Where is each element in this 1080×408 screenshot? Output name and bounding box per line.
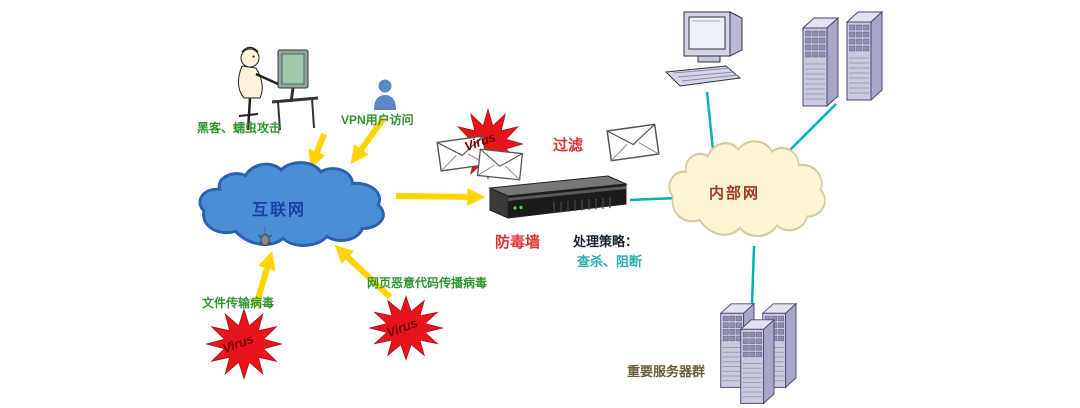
bug-icon <box>258 226 272 246</box>
server-group-label: 重要服务器群 <box>627 364 706 379</box>
link-intranet-to-servers <box>787 103 837 153</box>
link-firewall-to-intranet <box>629 196 679 202</box>
intranet-label: 内部网 <box>709 185 761 202</box>
firewall-device-icon <box>488 175 628 219</box>
server-cluster-icon <box>720 303 797 404</box>
file-virus-label: 文件传输病毒 <box>202 296 275 310</box>
hacker-attack-label: 黑客、蠕虫攻击 <box>197 121 282 135</box>
filter-label: 过滤 <box>553 137 584 154</box>
arrow-internet-to-firewall <box>395 187 486 206</box>
strategy-title-label: 处理策略： <box>573 234 639 249</box>
strategy-detail-label: 查杀、阻断 <box>577 254 643 269</box>
web-virus-label: 网页恶意代码传播病毒 <box>367 276 488 290</box>
desktop-computer-icon <box>664 11 743 87</box>
link-intranet-to-servergroup <box>750 245 756 305</box>
arrow-hacker-to-internet <box>308 132 327 169</box>
internet-label: 互联网 <box>252 202 307 219</box>
envelope-icon <box>606 123 660 162</box>
arrow-vpn-to-internet <box>350 116 387 164</box>
arrow-filevirus-to-internet <box>253 251 276 307</box>
hacker-computer-icon <box>238 46 319 131</box>
server-tower-icon <box>802 11 883 107</box>
firewall-label: 防毒墙 <box>495 234 541 251</box>
vpn-access-label: VPN用户访问 <box>341 113 414 127</box>
arrow-webvirus-to-internet <box>334 245 393 300</box>
link-intranet-to-pc <box>705 91 715 151</box>
vpn-user-icon <box>374 79 396 110</box>
